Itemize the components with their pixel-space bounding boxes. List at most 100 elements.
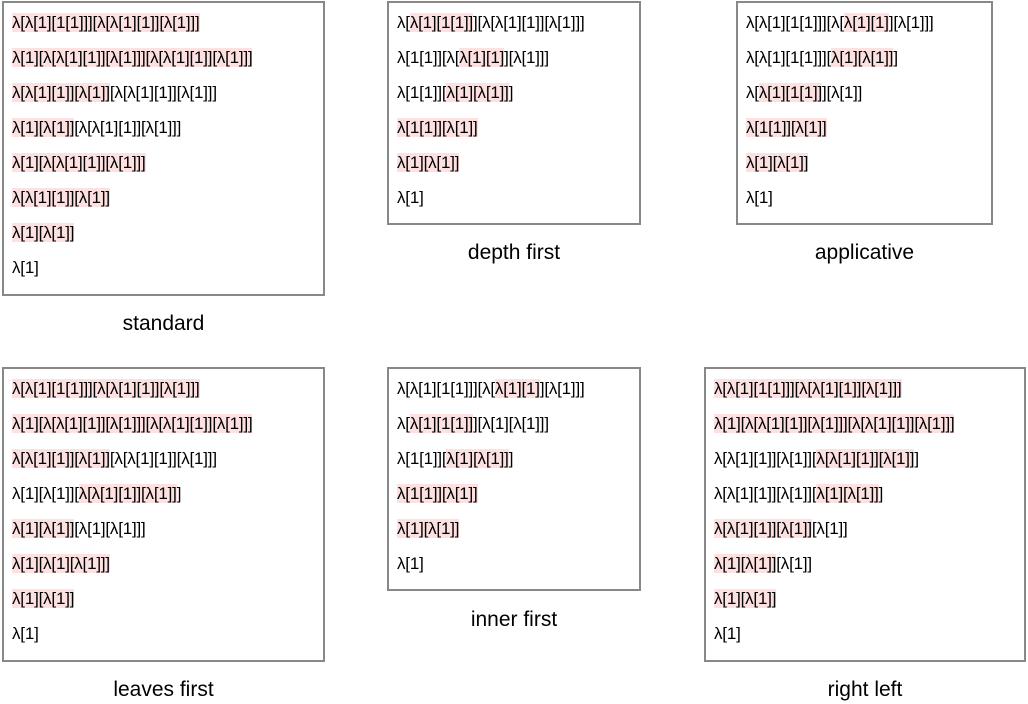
expression-line: λ[1][λ[1]][λ[1]] — [714, 551, 812, 577]
panel-right-left: λ[λ[1][1[1]]][λ[λ[1][1]][λ[1]]] λ[1][λ[λ[… — [704, 367, 1026, 662]
expression-line: λ[1][λ[λ[1][1]][λ[1]]][λ[λ[1][1]][λ[1]]] — [12, 45, 253, 71]
expression-text: λ[λ[1][1]][λ[1]][ — [714, 484, 817, 503]
redex-highlight: λ[1][1[1]] — [409, 414, 474, 433]
expression-text: λ[λ[1][1]][λ[1]][ — [714, 449, 817, 468]
expression-text: ] — [508, 449, 514, 468]
redex-highlight: λ[1][λ[1]] — [816, 484, 879, 503]
redex-highlight: λ[λ[1][1[1]]][λ[λ[1][1]][λ[1]]] — [12, 379, 200, 398]
redex-highlight: λ[1][λ[1]] — [831, 48, 894, 67]
expression-line: λ[1][λ[1][λ[1]]] — [12, 551, 110, 577]
expression-text: λ[1[1]][λ[ — [397, 48, 460, 67]
caption-inner-first: inner first — [470, 608, 558, 631]
redex-highlight: λ[λ[1][1]][λ[1]] — [816, 449, 915, 468]
expression-text: [λ[1]] — [811, 519, 848, 538]
expression-line: λ[1][λ[1]][λ[1][λ[1]]] — [12, 516, 146, 542]
expression-line: λ[1[1]][λ[1][λ[1]]] — [397, 80, 513, 106]
expression-text: [λ[λ[1][1]][λ[1]]] — [109, 83, 217, 102]
caption-standard: standard — [122, 312, 205, 335]
expression-line: λ[λ[1][1[1]]][λ[λ[1][1]][λ[1]]] — [746, 10, 934, 36]
expression-text: λ[ — [746, 83, 759, 102]
expression-line: λ[λ[1][1]][λ[1]][λ[1]] — [714, 516, 848, 542]
panel-standard: λ[λ[1][1[1]]][λ[λ[1][1]][λ[1]]]λ[1][λ[λ[… — [2, 1, 325, 296]
expression-line: λ[1][λ[1]] — [397, 150, 459, 176]
expression-text: ] — [893, 48, 898, 67]
expression-line: λ[λ[1][1]][λ[1]][λ[1][λ[1]]] — [714, 481, 883, 507]
redex-highlight: λ[1][λ[1]] — [446, 83, 509, 102]
expression-text: [λ[λ[1][1]][λ[1]]] — [74, 118, 182, 137]
redex-highlight: λ[1][λ[1]] — [746, 153, 809, 172]
redex-highlight: λ[1][λ[λ[1][1]][λ[1]]][λ[λ[1][1]][λ[1]]] — [12, 48, 253, 67]
expression-line: λ[1] — [397, 185, 424, 211]
expression-text: [λ[λ[1][1]][λ[1]]] — [109, 449, 217, 468]
expression-line: λ[1][λ[1]] — [746, 150, 808, 176]
expression-line: λ[1] — [714, 621, 741, 647]
expression-text: λ[1] — [714, 624, 741, 643]
expression-line: λ[1[1]][λ[1]] — [746, 115, 827, 141]
redex-highlight: λ[1][λ[1]] — [12, 519, 75, 538]
redex-highlight: λ[λ[1][1]][λ[1]] — [12, 188, 110, 207]
expression-text: λ[λ[1][1[1]]][λ[ — [746, 13, 844, 32]
expression-line: λ[1] — [746, 185, 773, 211]
expression-text: λ[1] — [12, 624, 39, 643]
redex-highlight: λ[λ[1][1[1]]][λ[λ[1][1]][λ[1]]] — [714, 379, 902, 398]
expression-line: λ[1][λ[λ[1][1]][λ[1]]][λ[λ[1][1]][λ[1]]] — [12, 411, 253, 437]
expression-line: λ[λ[1][1[1]]][λ[1][λ[1]]] — [397, 411, 549, 437]
expression-text: ][λ[1]]] — [539, 379, 585, 398]
redex-highlight: λ[1][λ[1]] — [397, 519, 460, 538]
expression-line: λ[1[1]][λ[1]] — [397, 115, 478, 141]
redex-highlight: λ[1][λ[1]] — [446, 449, 509, 468]
expression-text: ][λ[λ[1][1]][λ[1]]] — [473, 13, 585, 32]
expression-text: λ[1[1]][ — [397, 449, 447, 468]
expression-text: ] — [914, 449, 919, 468]
expression-text: ][λ[1]]] — [888, 13, 934, 32]
expression-line: λ[λ[1][1[1]]][λ[λ[1][1]][λ[1]]] — [397, 376, 585, 402]
redex-highlight: λ[1][λ[1]] — [12, 223, 75, 242]
redex-highlight: λ[1][λ[1]] — [714, 554, 777, 573]
expression-text: ][λ[1][λ[1]]] — [473, 414, 549, 433]
redex-highlight: λ[1][λ[1]] — [12, 589, 75, 608]
expression-text: ] — [508, 83, 514, 102]
expression-line: λ[λ[1][1]][λ[1]] — [12, 185, 110, 211]
expression-text: λ[λ[1][1[1]]][ — [746, 48, 832, 67]
expression-line: λ[1][λ[λ[1][1]][λ[1]]][λ[λ[1][1]][λ[1]]] — [714, 411, 955, 437]
panel-depth-first: λ[λ[1][1[1]]][λ[λ[1][1]][λ[1]]]λ[1[1]][λ… — [387, 1, 641, 225]
expression-line: λ[λ[1][1[1]]][λ[λ[1][1]][λ[1]]] — [714, 376, 902, 402]
panel-leaves-first: λ[λ[1][1[1]]][λ[λ[1][1]][λ[1]]]λ[1][λ[λ[… — [2, 367, 325, 662]
expression-text: λ[1] — [397, 554, 424, 573]
redex-highlight: λ[1[1]][λ[1]] — [397, 118, 478, 137]
expression-line: λ[1][λ[1]] — [12, 586, 74, 612]
expression-line: λ[1] — [12, 255, 39, 281]
panel-applicative: λ[λ[1][1[1]]][λ[λ[1][1]][λ[1]]]λ[λ[1][1[… — [736, 1, 993, 225]
expression-line: λ[1][λ[1]][λ[λ[1][1]][λ[1]]] — [12, 115, 181, 141]
redex-highlight: λ[1][1] — [843, 13, 889, 32]
expression-line: λ[λ[1][1[1]]][λ[1]] — [746, 80, 862, 106]
redex-highlight: λ[1][λ[λ[1][1]][λ[1]]][λ[λ[1][1]][λ[1]]] — [714, 414, 955, 433]
expression-text: λ[1] — [397, 188, 424, 207]
redex-highlight: λ[λ[1][1]][λ[1]] — [78, 484, 177, 503]
expression-text: [λ[1]] — [776, 554, 812, 573]
expression-text: [λ[1][λ[1]]] — [74, 519, 146, 538]
expression-text: λ[1][λ[1]][ — [12, 484, 79, 503]
redex-highlight: λ[1][1] — [494, 379, 540, 398]
redex-highlight: λ[1][1[1]] — [409, 13, 474, 32]
expression-line: λ[1][λ[λ[1][1]][λ[1]]] — [12, 150, 146, 176]
expression-line: λ[1[1]][λ[1][λ[1]]] — [397, 446, 513, 472]
redex-highlight: λ[λ[1][1[1]]][λ[λ[1][1]][λ[1]]] — [12, 13, 200, 32]
redex-highlight: λ[1][λ[1]] — [714, 589, 777, 608]
caption-leaves-first: leaves first — [113, 678, 214, 701]
expression-line: λ[λ[1][1[1]]][λ[λ[1][1]][λ[1]]] — [12, 10, 200, 36]
expression-line: λ[1][λ[1]][λ[λ[1][1]][λ[1]]] — [12, 481, 181, 507]
expression-text: ][λ[1]] — [822, 83, 863, 102]
expression-line: λ[λ[1][1[1]]][λ[λ[1][1]][λ[1]]] — [12, 376, 200, 402]
expression-line: λ[λ[1][1]][λ[1]][λ[λ[1][1]][λ[1]]] — [12, 80, 217, 106]
expression-text: ] — [878, 484, 884, 503]
redex-highlight: λ[1][1[1]] — [758, 83, 823, 102]
redex-highlight: λ[1][λ[λ[1][1]][λ[1]]] — [12, 153, 146, 172]
redex-highlight: λ[λ[1][1]][λ[1]] — [12, 449, 110, 468]
expression-text: λ[1[1]][ — [397, 83, 447, 102]
expression-line: λ[λ[1][1]][λ[1]][λ[λ[1][1]][λ[1]]] — [714, 446, 919, 472]
expression-line: λ[λ[1][1[1]]][λ[1][λ[1]]] — [746, 45, 898, 71]
expression-text: ] — [176, 484, 182, 503]
expression-text: λ[ — [397, 13, 410, 32]
expression-line: λ[λ[1][1[1]]][λ[λ[1][1]][λ[1]]] — [397, 10, 585, 36]
